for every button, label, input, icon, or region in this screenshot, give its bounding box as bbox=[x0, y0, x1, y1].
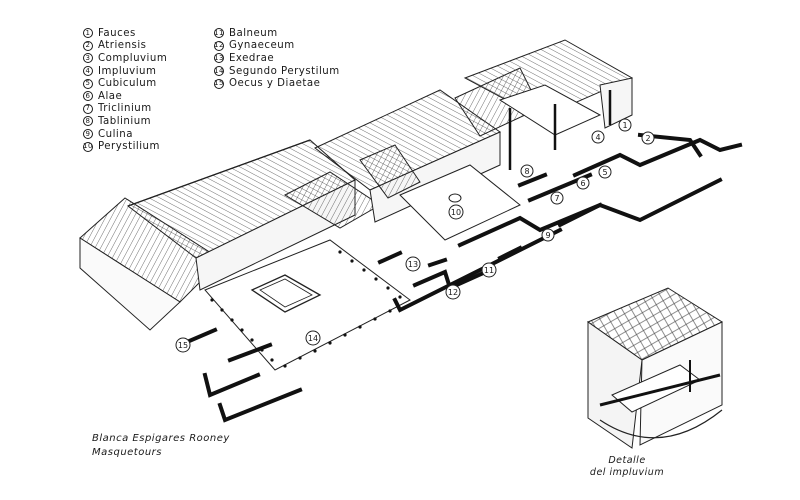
room-marker-label: 13 bbox=[408, 260, 418, 269]
legend-label: Triclinium bbox=[98, 103, 152, 115]
room-marker bbox=[550, 191, 564, 205]
legend-number: 7 bbox=[83, 103, 93, 114]
room-number-markers: 1 2 4 5 6 7 8 9 10 11 12 13 14 15 bbox=[175, 118, 655, 353]
legend-item: 5 Cubiculum bbox=[83, 77, 167, 90]
legend-column-2: 11 Balneum 12 Gynaeceum 13 Exedrae 14 Segund… bbox=[214, 27, 340, 90]
legend-label: Atriensis bbox=[98, 40, 147, 52]
legend-label: Culina bbox=[98, 128, 133, 140]
legend-item: 15 Oecus y Diaetae bbox=[214, 77, 340, 90]
legend-item: 13 Exedrae bbox=[214, 52, 340, 65]
detail-caption: Detalle del impluvium bbox=[572, 455, 682, 479]
room-marker-label: 5 bbox=[602, 168, 607, 177]
legend-number: 13 bbox=[214, 53, 224, 64]
legend-item: 11 Balneum bbox=[214, 27, 340, 40]
room-marker bbox=[448, 204, 464, 220]
room-marker bbox=[445, 284, 461, 300]
legend-label: Oecus y Diaetae bbox=[229, 78, 321, 90]
credit-author: Blanca Espigares Rooney bbox=[92, 433, 230, 444]
credit-company: Masquetours bbox=[92, 447, 163, 458]
room-marker-label: 15 bbox=[178, 341, 188, 350]
room-marker bbox=[481, 262, 497, 278]
room-marker-label: 6 bbox=[580, 179, 585, 188]
room-marker bbox=[175, 337, 191, 353]
room-marker-label: 8 bbox=[524, 167, 529, 176]
room-marker-label: 9 bbox=[545, 231, 550, 240]
legend-item: 9 Culina bbox=[83, 128, 167, 141]
legend-number: 3 bbox=[83, 53, 93, 64]
room-marker-label: 11 bbox=[484, 266, 494, 275]
legend-number: 10 bbox=[83, 141, 93, 152]
room-marker bbox=[591, 130, 605, 144]
room-marker bbox=[576, 176, 590, 190]
author-credits: Blanca Espigares Rooney Masquetours bbox=[92, 432, 230, 460]
legend-item: 7 Triclinium bbox=[83, 103, 167, 116]
room-marker bbox=[641, 131, 655, 145]
first-peristyle-court bbox=[399, 164, 521, 241]
room-marker-label: 14 bbox=[308, 334, 318, 343]
room-marker bbox=[305, 330, 321, 346]
legend-item: 3 Compluvium bbox=[83, 52, 167, 65]
room-marker bbox=[405, 256, 421, 272]
impluvium-detail-drawing bbox=[586, 287, 724, 449]
legend-number: 12 bbox=[214, 40, 224, 51]
legend-label: Segundo Perystilum bbox=[229, 65, 340, 77]
room-marker-label: 2 bbox=[645, 134, 650, 143]
detail-caption-line-1: Detalle bbox=[608, 455, 646, 466]
legend-item: 2 Atriensis bbox=[83, 40, 167, 53]
detail-caption-line-2: del impluvium bbox=[589, 467, 665, 478]
room-marker-label: 7 bbox=[554, 194, 559, 203]
room-marker bbox=[618, 118, 632, 132]
legend-number: 9 bbox=[83, 129, 93, 140]
legend-item: 10 Perystilium bbox=[83, 140, 167, 153]
legend-number: 1 bbox=[83, 28, 93, 39]
room-marker-label: 12 bbox=[448, 288, 458, 297]
legend-label: Gynaeceum bbox=[229, 40, 295, 52]
legend-column-1: 1 Fauces 2 Atriensis 3 Compluvium 4 Impluviu… bbox=[83, 27, 167, 153]
legend-number: 15 bbox=[214, 78, 224, 89]
legend-label: Exedrae bbox=[229, 52, 275, 64]
room-marker-label: 10 bbox=[451, 208, 461, 217]
roof-entrance-wing bbox=[463, 39, 634, 170]
legend-number: 14 bbox=[214, 66, 224, 77]
colonnade-dots bbox=[210, 250, 402, 368]
room-marker-label: 4 bbox=[595, 133, 600, 142]
legend-number: 2 bbox=[83, 40, 93, 51]
legend-label: Compluvium bbox=[98, 52, 168, 64]
room-marker bbox=[520, 164, 534, 178]
walls bbox=[177, 132, 743, 423]
legend-label: Balneum bbox=[229, 27, 278, 39]
legend-number: 5 bbox=[83, 78, 93, 89]
legend-item: 4 Impluvium bbox=[83, 65, 167, 78]
legend-number: 6 bbox=[83, 91, 93, 102]
legend-label: Impluvium bbox=[98, 65, 157, 77]
legend-label: Tablinium bbox=[98, 115, 152, 127]
room-marker bbox=[598, 165, 612, 179]
legend-label: Cubiculum bbox=[98, 78, 157, 90]
legend-label: Perystilium bbox=[98, 141, 160, 153]
legend-item: 12 Gynaeceum bbox=[214, 40, 340, 53]
legend-item: 1 Fauces bbox=[83, 27, 167, 40]
legend-item: 8 Tablinium bbox=[83, 115, 167, 128]
legend-label: Fauces bbox=[98, 27, 136, 39]
legend-item: 6 Alae bbox=[83, 90, 167, 103]
legend-number: 4 bbox=[83, 66, 93, 77]
legend-number: 8 bbox=[83, 116, 93, 127]
legend-label: Alae bbox=[98, 90, 123, 102]
legend-number: 11 bbox=[214, 28, 224, 39]
second-peristyle-court bbox=[204, 239, 411, 371]
roof-left-wing bbox=[79, 139, 381, 331]
room-marker bbox=[541, 228, 555, 242]
legend-item: 14 Segundo Perystilum bbox=[214, 65, 340, 78]
room-marker-label: 1 bbox=[622, 121, 627, 130]
